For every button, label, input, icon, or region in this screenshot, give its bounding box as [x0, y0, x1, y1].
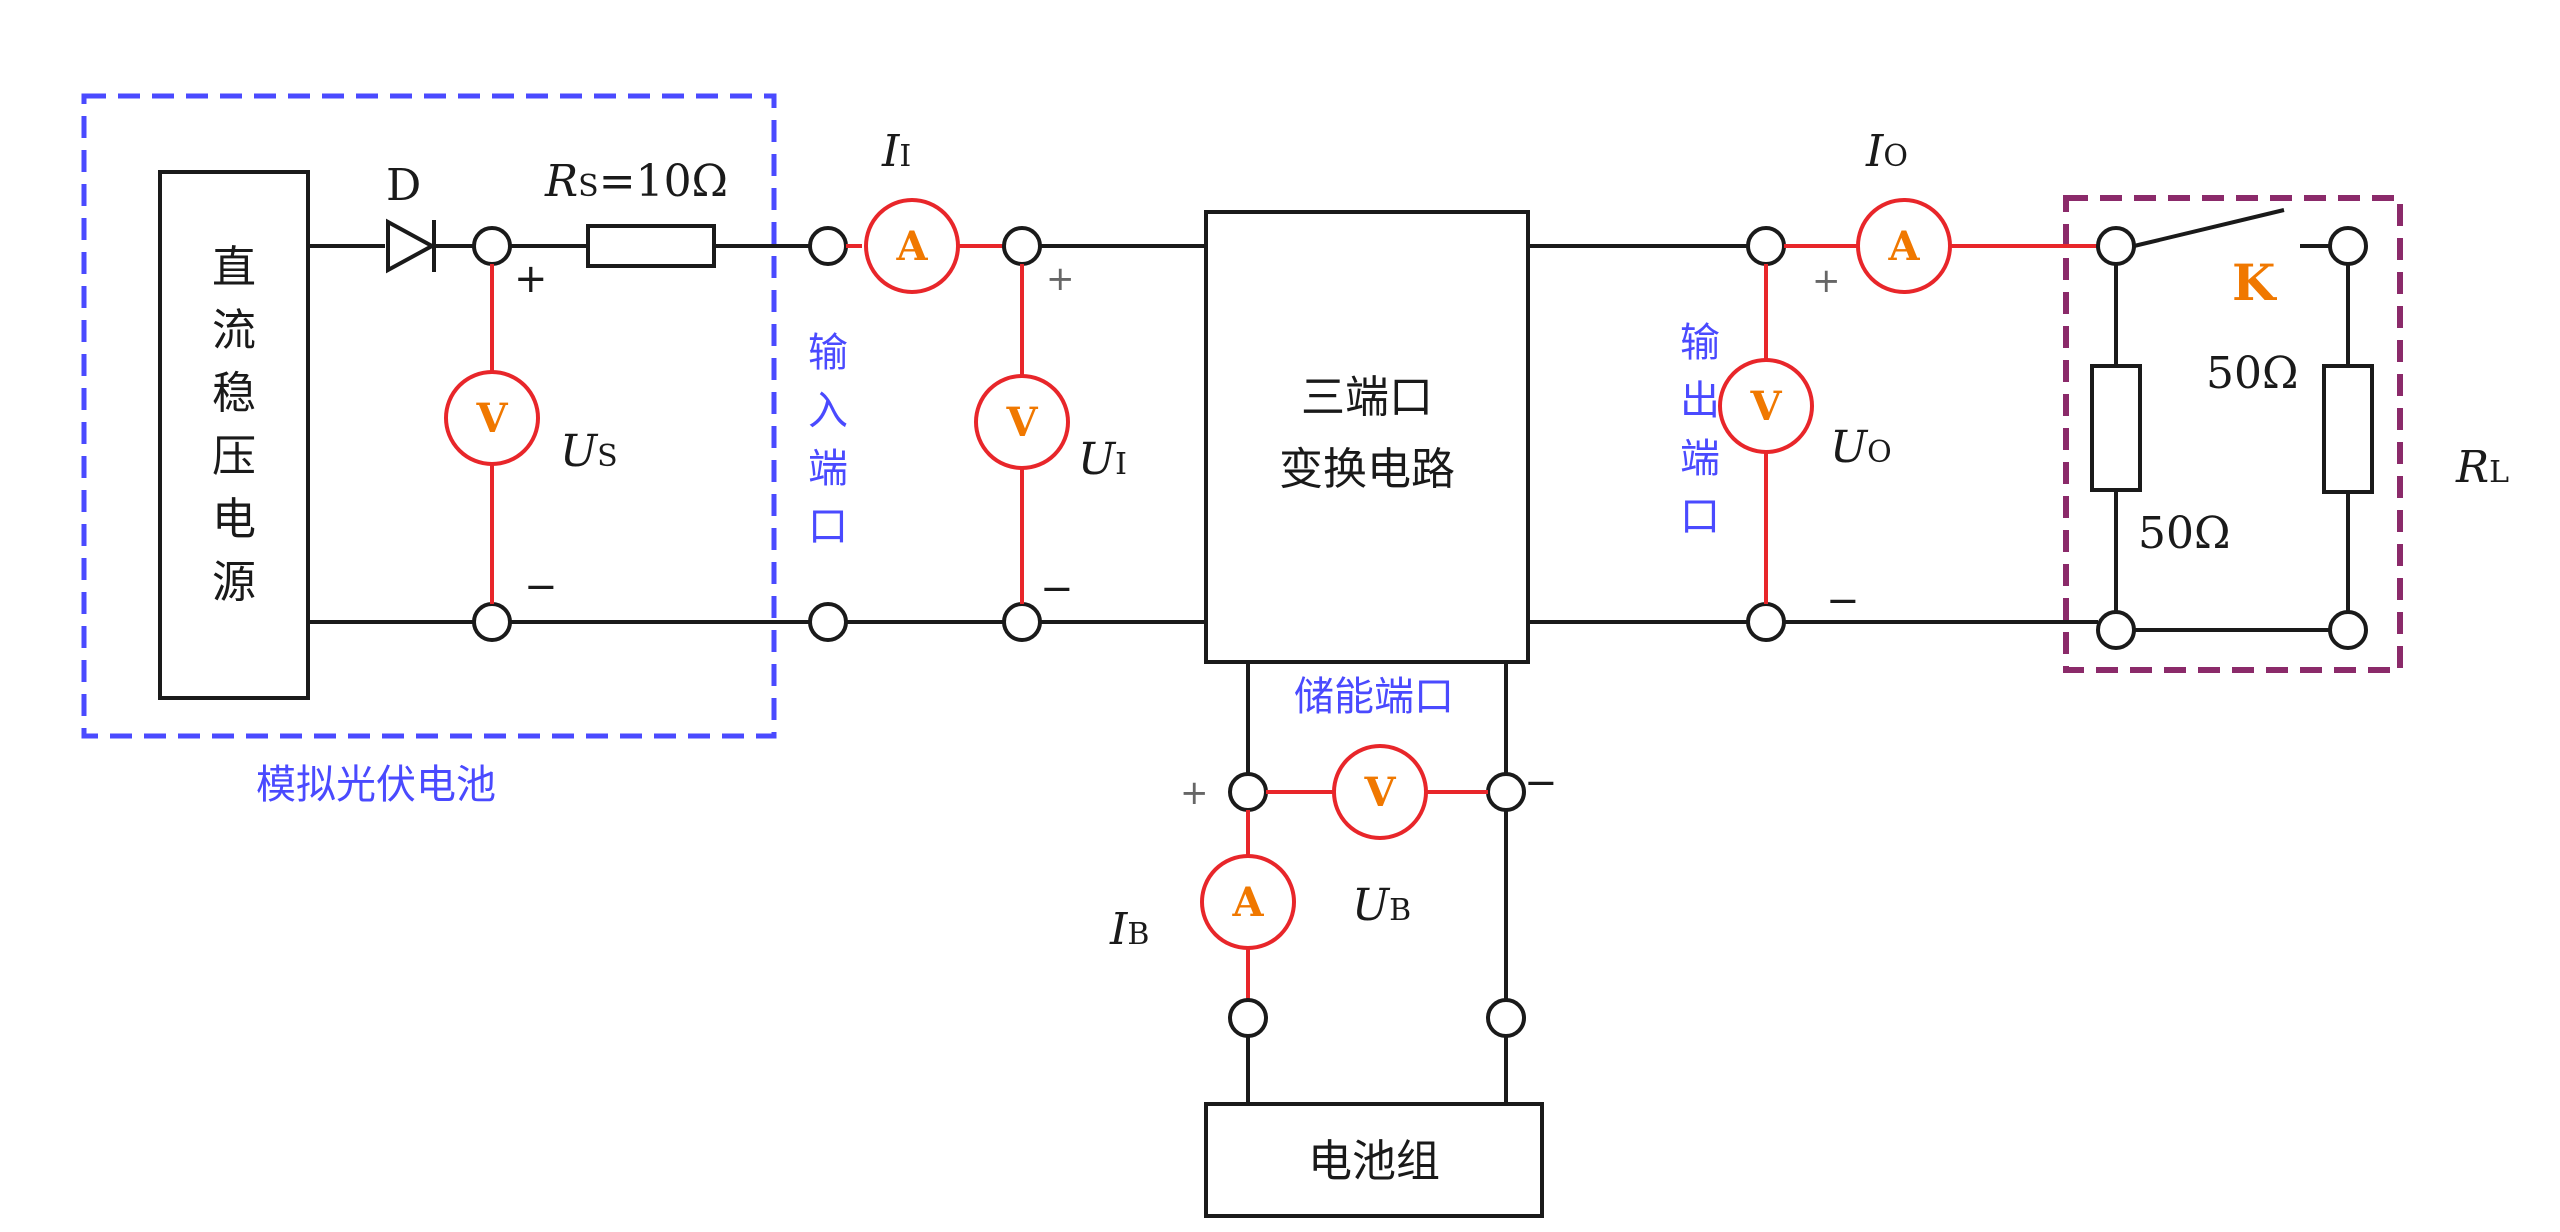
ammeter-io-glyph: A — [1887, 223, 1920, 270]
ub-minus-sign: − — [1524, 760, 1558, 806]
us-plus-sign: + — [514, 256, 548, 302]
dc-power-supply-label-4: 压 — [212, 431, 256, 482]
node-battery-minus — [1486, 998, 1526, 1038]
load-resistor-right-label: 50Ω — [2206, 348, 2298, 399]
diode-symbol — [386, 218, 437, 274]
node-load-top-right — [2328, 226, 2368, 266]
uo-label: UO — [1830, 422, 1892, 473]
dc-power-supply-box — [158, 170, 310, 700]
output-port-label-1: 输 — [1680, 320, 1720, 366]
ub-label: UB — [1352, 880, 1411, 931]
battery-pack-box — [1204, 1102, 1544, 1218]
us-label: US — [560, 426, 618, 477]
node-load-bottom-right — [2328, 610, 2368, 650]
ub-plus-sign: + — [1180, 773, 1209, 813]
switch-k — [2133, 208, 2285, 248]
node-us-plus — [472, 226, 512, 266]
rl-label: RL — [2455, 442, 2509, 493]
rs-label: RS=10Ω — [544, 156, 728, 207]
load-resistor-left-label: 50Ω — [2138, 508, 2230, 559]
uo-plus-sign: + — [1812, 261, 1841, 301]
converter-label-2: 变换电路 — [1279, 444, 1455, 495]
node-load-top-left — [2096, 226, 2136, 266]
output-port-label-4: 口 — [1680, 494, 1720, 540]
ammeter-ib-glyph: A — [1231, 879, 1264, 926]
pv-simulator-boundary — [81, 93, 777, 739]
voltmeter-ui-glyph: V — [1005, 399, 1038, 446]
node-load-bottom-left — [2096, 610, 2136, 650]
voltmeter-us-glyph: V — [475, 395, 508, 442]
resistor-rs — [586, 224, 716, 268]
uo-minus-sign: − — [1826, 578, 1860, 624]
input-port-label-3: 端 — [808, 446, 848, 492]
node-us-minus — [472, 602, 512, 642]
ui-label: UI — [1078, 434, 1127, 485]
us-minus-sign: − — [524, 564, 558, 610]
input-port-label-1: 输 — [808, 330, 848, 376]
voltmeter-uo-glyph: V — [1749, 383, 1782, 430]
ui-minus-sign: − — [1040, 566, 1074, 612]
node-input-minus — [808, 602, 848, 642]
load-resistor-right — [2322, 364, 2374, 494]
output-port-label-2: 出 — [1680, 378, 1720, 424]
switch-k-label: K — [2232, 253, 2277, 312]
battery-pack-label: 电池组 — [1308, 1136, 1440, 1187]
dc-power-supply-label-2: 流 — [212, 305, 256, 356]
input-port-label-2: 入 — [808, 388, 848, 434]
dc-power-supply-label-6: 源 — [212, 557, 256, 608]
voltmeter-ub-glyph: V — [1363, 769, 1396, 816]
input-port-label-4: 口 — [808, 504, 848, 550]
three-port-converter-box — [1204, 210, 1530, 664]
load-resistor-left — [2090, 364, 2142, 492]
storage-port-label: 储能端口 — [1294, 674, 1454, 720]
output-port-label-3: 端 — [1680, 436, 1720, 482]
node-ui-plus — [1002, 226, 1042, 266]
node-battery-plus — [1228, 998, 1268, 1038]
node-storage-plus — [1228, 772, 1268, 812]
node-ui-minus — [1002, 602, 1042, 642]
io-label: IO — [1865, 126, 1908, 177]
dc-power-supply-label-5: 电 — [212, 494, 256, 545]
load-boundary — [2063, 195, 2403, 673]
ui-plus-sign: + — [1046, 259, 1075, 299]
dc-power-supply-label-1: 直 — [212, 242, 256, 293]
pv-simulator-label: 模拟光伏电池 — [256, 762, 496, 808]
ammeter-ii-glyph: A — [895, 223, 928, 270]
node-output-plus — [1746, 226, 1786, 266]
diode-label: D — [386, 160, 421, 211]
node-input-plus — [808, 226, 848, 266]
node-output-minus — [1746, 602, 1786, 642]
node-storage-minus — [1486, 772, 1526, 812]
ib-label: IB — [1109, 904, 1149, 955]
converter-label-1: 三端口 — [1301, 372, 1433, 423]
dc-power-supply-label-3: 稳 — [212, 368, 256, 419]
ii-label: II — [881, 126, 911, 177]
